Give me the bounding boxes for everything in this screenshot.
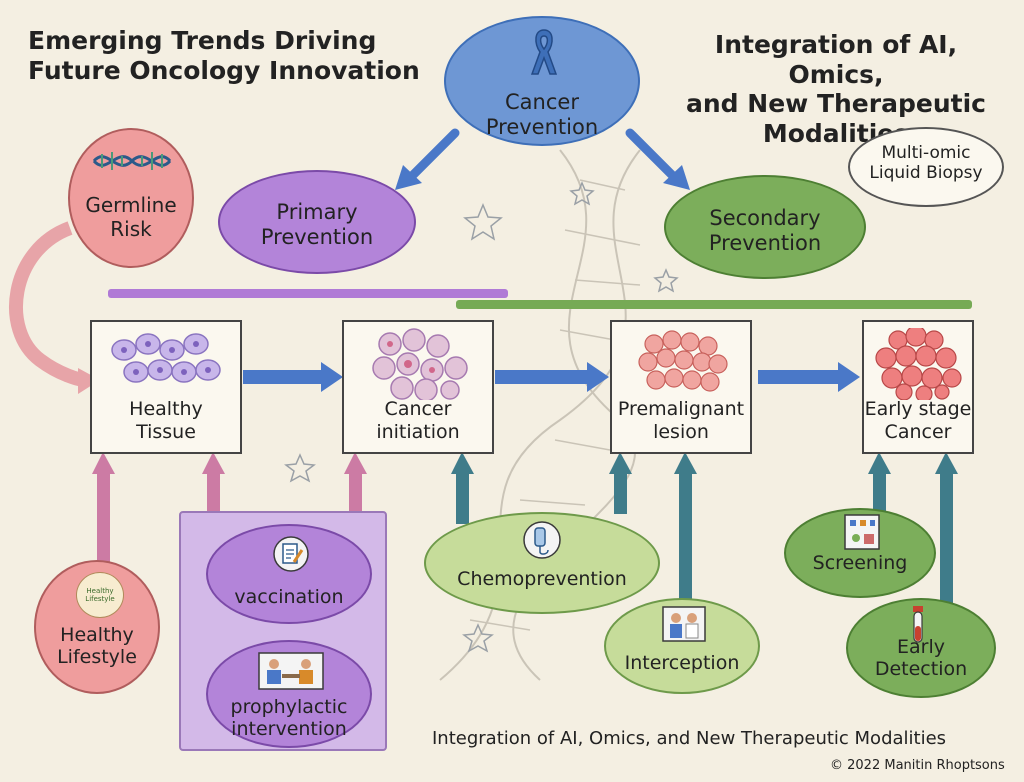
- cancer-prevention-label: Cancer Prevention: [485, 90, 599, 139]
- bottom-caption: Integration of AI, Omics, and New Therap…: [432, 728, 947, 749]
- secondary-prevention-label: Secondary Prevention: [708, 206, 822, 255]
- blood-tube-icon: [913, 606, 923, 643]
- stage-box-cancer-initiation: Cancer initiation: [342, 320, 494, 454]
- healthy-lifestyle-node: Healthy Lifestyle Healthy Lifestyle: [34, 560, 160, 694]
- vaccination-label: vaccination: [234, 586, 344, 608]
- primary-prevention-node: Primary Prevention: [218, 170, 416, 274]
- dna-helix-icon: [92, 152, 172, 170]
- right-title: Integration of AI, Omics, and New Therap…: [686, 30, 986, 148]
- screening-label: Screening: [812, 552, 908, 574]
- germline-risk-node: Germline Risk: [68, 128, 194, 268]
- copyright-text: © 2022 Manitin Rhoptsons: [830, 758, 1005, 773]
- cancer-prevention-node: Cancer Prevention: [444, 16, 640, 146]
- stage-box-early-cancer: Early stage Cancer: [862, 320, 974, 454]
- interception-label: Interception: [624, 652, 740, 674]
- chemoprevention-node: Chemoprevention: [424, 512, 660, 614]
- stage-label-healthy-tissue: Healthy Tissue: [129, 398, 203, 444]
- primary-prevention-bar: [108, 289, 508, 298]
- stage-label-cancer-initiation: Cancer initiation: [376, 398, 460, 444]
- healthy-lifestyle-label: Healthy Lifestyle: [57, 624, 137, 669]
- screening-node: Screening: [784, 508, 936, 598]
- consultation-icon: [258, 652, 324, 690]
- iv-drip-icon: [523, 521, 561, 559]
- awareness-ribbon-icon: [530, 29, 558, 75]
- stage-progression-arrows: [243, 362, 860, 392]
- vaccination-node: vaccination: [206, 524, 372, 624]
- star-icon: [284, 181, 679, 653]
- interception-node: Interception: [604, 598, 760, 694]
- healthy-cells-icon: [111, 333, 221, 383]
- healthy-lifestyle-logo-icon: Healthy Lifestyle: [76, 572, 124, 618]
- cancer-cells-icon: [875, 328, 962, 400]
- prophylactic-intervention-node: prophylactic intervention: [206, 640, 372, 748]
- clipboard-pencil-icon: [273, 536, 309, 572]
- early-detection-label: Early Detection: [874, 636, 968, 681]
- primary-prevention-label: Primary Prevention: [260, 200, 374, 249]
- liquid-biopsy-bubble: Multi-omic Liquid Biopsy: [848, 127, 1004, 207]
- secondary-prevention-bar: [456, 300, 972, 309]
- stage-box-premalignant: Premalignant lesion: [610, 320, 752, 454]
- stage-box-healthy-tissue: Healthy Tissue: [90, 320, 242, 454]
- stage-label-early-cancer: Early stage Cancer: [864, 398, 972, 444]
- liquid-biopsy-label: Multi-omic Liquid Biopsy: [869, 143, 983, 184]
- prevention-split-arrows: [408, 128, 677, 180]
- initiating-cells-icon: [372, 328, 468, 400]
- doctor-patient-icon: [662, 606, 706, 642]
- stage-label-premalignant: Premalignant lesion: [617, 398, 745, 444]
- prophylactic-intervention-label: prophylactic intervention: [230, 696, 348, 741]
- chemoprevention-label: Chemoprevention: [457, 568, 627, 590]
- premalignant-cells-icon: [638, 330, 728, 392]
- germline-arrow: [9, 221, 86, 387]
- screening-chart-icon: [844, 514, 880, 550]
- early-detection-node: Early Detection: [846, 598, 996, 698]
- germline-risk-label: Germline Risk: [85, 193, 177, 241]
- left-title: Emerging Trends Driving Future Oncology …: [28, 26, 420, 85]
- intervention-arrows: [92, 452, 958, 612]
- secondary-prevention-node: Secondary Prevention: [664, 175, 866, 279]
